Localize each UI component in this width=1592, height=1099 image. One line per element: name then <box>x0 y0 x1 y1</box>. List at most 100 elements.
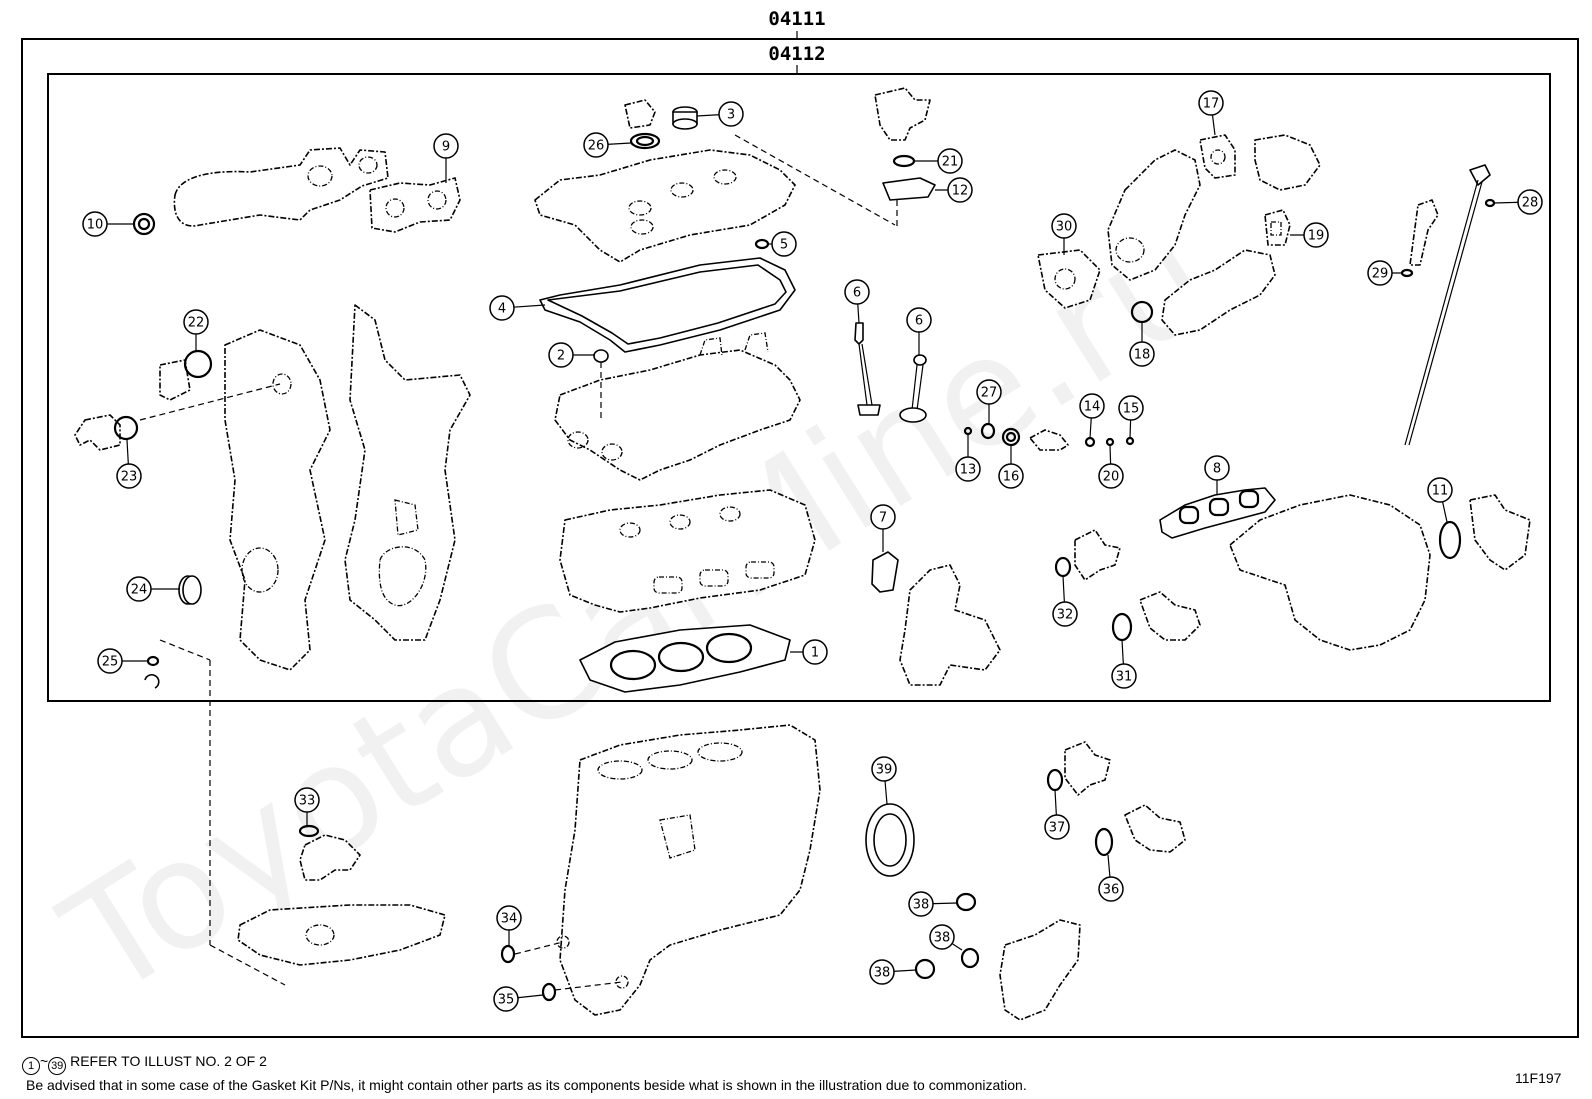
callout-label-c38a: 38 <box>913 898 930 913</box>
callout-circle-c25 <box>97 648 123 674</box>
callout-label-c37: 37 <box>1049 821 1066 836</box>
callout-label-c4: 4 <box>498 302 506 317</box>
oil-pan <box>237 904 446 966</box>
callout-label-c39: 39 <box>876 763 893 778</box>
callout-circle-c6b <box>906 307 932 333</box>
callout-circle-c35 <box>493 986 519 1012</box>
callout-label-c20: 20 <box>1103 470 1120 485</box>
callout-circle-c12 <box>947 177 973 203</box>
callout-circle-c38c <box>869 959 895 985</box>
cylinder-head <box>559 489 816 613</box>
throttle-body <box>1469 494 1531 571</box>
callout-circle-c17 <box>1198 90 1224 116</box>
water-outlet <box>899 564 1001 686</box>
outer-kit-frame <box>21 38 1579 1038</box>
ring-35 <box>541 982 557 1002</box>
ring-32 <box>1054 556 1072 578</box>
callout-label-c7: 7 <box>879 511 887 526</box>
rear-oil-seal-39 <box>865 803 915 877</box>
cylinder-head-cover <box>534 134 896 263</box>
ring-15 <box>1125 436 1135 446</box>
callout-label-c15: 15 <box>1123 402 1140 417</box>
callout-label-c31: 31 <box>1116 670 1133 685</box>
ring-21 <box>892 154 916 168</box>
ring-29 <box>1400 268 1414 278</box>
callout-circle-c28 <box>1517 189 1543 215</box>
water-inlet-lower <box>1064 741 1111 796</box>
callout-circle-c30 <box>1051 213 1077 239</box>
callout-circle-c2 <box>548 342 574 368</box>
callout-label-c38b: 38 <box>934 931 951 946</box>
callout-circle-c16 <box>998 463 1024 489</box>
callout-circle-c34 <box>496 905 522 931</box>
callout-label-c19: 19 <box>1308 229 1325 244</box>
callout-label-c25: 25 <box>102 655 119 670</box>
dipstick-guide <box>1409 199 1439 266</box>
gasket-30 <box>1037 249 1101 309</box>
washer-5 <box>754 238 770 250</box>
ring-28 <box>1484 198 1496 208</box>
refer-text: REFER TO ILLUST NO. 2 OF 2 <box>70 1053 267 1069</box>
oil-strainer <box>299 834 361 881</box>
callout-circle-c10 <box>82 211 108 237</box>
callout-label-c26: 26 <box>588 139 605 154</box>
callout-label-c1: 1 <box>811 646 819 661</box>
callout-circle-c26 <box>583 132 609 158</box>
callout-label-c12: 12 <box>952 184 969 199</box>
callout-circle-c31 <box>1111 663 1137 689</box>
ring-20 <box>1105 437 1115 447</box>
callout-label-c28: 28 <box>1522 196 1539 211</box>
exhaust-gasket-9 <box>369 177 461 233</box>
callout-label-c13: 13 <box>960 463 977 478</box>
callout-label-c23: 23 <box>121 470 138 485</box>
callout-label-c8: 8 <box>1213 462 1221 477</box>
refer-to-circle: 39 <box>48 1057 67 1075</box>
outer-kit-code: 04111 <box>768 8 825 30</box>
seal-26 <box>629 132 661 150</box>
callout-circle-c9 <box>433 133 459 159</box>
exhaust-pipe <box>173 147 389 227</box>
callout-label-c34: 34 <box>501 912 518 927</box>
oil-filter-bracket <box>874 87 931 141</box>
callout-label-c14: 14 <box>1084 400 1101 415</box>
intake-gasket-8 <box>1159 487 1276 539</box>
callout-label-c21: 21 <box>942 155 959 170</box>
refer-note: 1~39 REFER TO ILLUST NO. 2 OF 2 <box>22 1053 267 1075</box>
ring-34 <box>500 944 516 964</box>
timing-cover <box>344 304 471 641</box>
intake-manifold <box>1229 494 1431 651</box>
callout-circle-c21 <box>937 148 963 174</box>
ring-31 <box>1111 612 1133 642</box>
callout-label-c10: 10 <box>87 218 104 233</box>
callout-circle-c19 <box>1303 222 1329 248</box>
callout-circle-c13 <box>955 456 981 482</box>
callout-circle-c20 <box>1098 463 1124 489</box>
callout-circle-c38b <box>929 924 955 950</box>
gasket-19 <box>1264 209 1291 246</box>
thermostat-left <box>74 414 121 451</box>
callout-circle-c18 <box>1129 341 1155 367</box>
timing-cover-gasket <box>224 329 331 671</box>
turbo-outlet <box>1254 134 1321 191</box>
callout-label-c22: 22 <box>188 316 205 331</box>
callout-circle-c8 <box>1204 455 1230 481</box>
callout-label-c30: 30 <box>1056 220 1073 235</box>
cylinder-block <box>556 724 821 1016</box>
ring-38a <box>955 892 977 912</box>
callout-label-c29: 29 <box>1372 267 1389 282</box>
callout-circle-c29 <box>1367 260 1393 286</box>
ring-38c <box>914 958 936 980</box>
callout-circle-c14 <box>1079 393 1105 419</box>
plug-2 <box>593 349 609 363</box>
water-pipe-lower <box>1124 804 1186 853</box>
callout-label-c27: 27 <box>981 386 998 401</box>
callout-label-c5: 5 <box>780 238 788 253</box>
callout-label-c18: 18 <box>1134 348 1151 363</box>
callout-circle-c32 <box>1052 601 1078 627</box>
callout-circle-c1 <box>802 639 828 665</box>
water-inlet-small <box>1074 529 1121 581</box>
valve-exhaust <box>899 354 927 423</box>
ring-10 <box>132 212 156 236</box>
